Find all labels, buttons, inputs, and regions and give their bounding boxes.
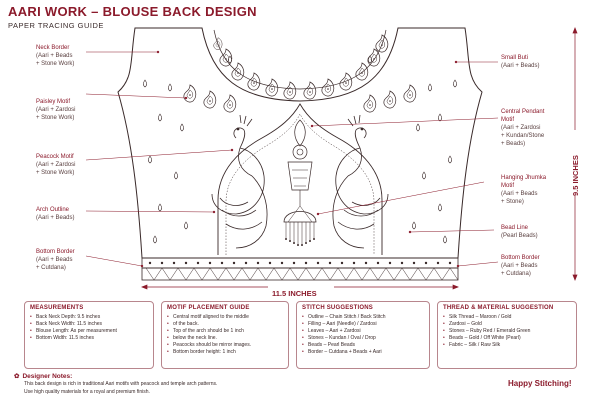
label-bottom-border-left: Bottom Border (Aari + Beads + Cutdana) bbox=[36, 249, 75, 271]
list-item: Beads – Pearl Beads bbox=[302, 342, 424, 349]
list-item: Bottom Width: 11.5 inches bbox=[30, 335, 148, 342]
leader-lines-right bbox=[310, 60, 499, 268]
hanging-jhumka bbox=[283, 205, 317, 246]
happy-stitching-text: Happy Stitching! bbox=[508, 379, 572, 388]
label-neck-border: Neck Border (Aari + Beads + Stone Work) bbox=[36, 45, 75, 67]
label-hanging-jhumka: Hanging Jhumka Motif (Aari + Beads + Sto… bbox=[501, 175, 547, 205]
label-bottom-border-right: Bottom Border (Aari + Beads + Cutdana) bbox=[501, 255, 540, 277]
designer-notes-line-2: Use high quality materials for a royal a… bbox=[24, 389, 150, 395]
list-item: Stones – Ruby Red / Emerald Green bbox=[443, 328, 571, 335]
label-paisley-motif: Paisley Motif (Aari + Zardosi + Stone Wo… bbox=[36, 99, 76, 121]
measurements-card: MEASUREMENTS Back Neck Depth: 9.5 inches… bbox=[24, 301, 154, 369]
blouse-outline bbox=[117, 27, 483, 259]
label-small-buti: Small Buti (Aari + Beads) bbox=[501, 55, 540, 69]
central-pendant bbox=[287, 119, 313, 206]
list-item: Filling – Aari (Needle) / Zardosi bbox=[302, 321, 424, 328]
width-dimension-label: 11.5 INCHES bbox=[272, 289, 317, 298]
height-dimension-label: 9.5 INCHES bbox=[571, 155, 580, 196]
label-peacock-motif: Peacock Motif (Aari + Zardosi + Stone Wo… bbox=[36, 154, 76, 176]
leader-lines-left bbox=[85, 50, 234, 268]
list-item: Bottom border height: 1 inch bbox=[167, 349, 283, 356]
label-bead-line: Bead Line (Pearl Beads) bbox=[501, 225, 538, 239]
thread-material-card: THREAD & MATERIAL SUGGESTION Silk Thread… bbox=[437, 301, 577, 369]
neck-border-motifs bbox=[213, 34, 389, 100]
list-item: Fabric – Silk / Raw Silk bbox=[443, 342, 571, 349]
small-buti-drops bbox=[143, 55, 457, 244]
bottom-border bbox=[141, 257, 459, 281]
peacock-left bbox=[211, 114, 268, 249]
page-title: AARI WORK – BLOUSE BACK DESIGN bbox=[8, 4, 257, 19]
thread-material-title: THREAD & MATERIAL SUGGESTION bbox=[443, 305, 554, 311]
height-dimension bbox=[572, 27, 578, 281]
list-item: Leaves – Aari + Zardosi bbox=[302, 328, 424, 335]
page-subtitle: PAPER TRACING GUIDE bbox=[8, 21, 104, 30]
flower-icon: ✿ bbox=[14, 373, 20, 380]
label-arch-outline: Arch Outline (Aari + Beads) bbox=[36, 207, 75, 221]
stitch-suggestions-title: STITCH SUGGESTIONS bbox=[302, 305, 373, 311]
list-item: Border – Cutdana + Beads + Aari bbox=[302, 349, 424, 356]
list-item: Outline – Chain Stitch / Back Stitch bbox=[302, 314, 424, 321]
list-item: of the back. bbox=[167, 321, 283, 328]
list-item: Zardosi – Gold bbox=[443, 321, 571, 328]
peacock-right bbox=[332, 114, 389, 249]
list-item: Central motif aligned to the middle bbox=[167, 314, 283, 321]
neck-border-inner bbox=[213, 29, 387, 90]
list-item: below the neck line. bbox=[167, 335, 283, 342]
motif-placement-card: MOTIF PLACEMENT GUIDE Central motif alig… bbox=[161, 301, 289, 369]
designer-notes-title: ✿Designer Notes: bbox=[14, 373, 73, 380]
list-item: Stones – Kundan / Oval / Drop bbox=[302, 335, 424, 342]
designer-notes-line-1: This back design is rich in traditional … bbox=[24, 381, 218, 387]
motif-placement-title: MOTIF PLACEMENT GUIDE bbox=[167, 305, 250, 311]
list-item: Beads – Gold / Off White (Pearl) bbox=[443, 335, 571, 342]
list-item: Back Neck Width: 11.5 inches bbox=[30, 321, 148, 328]
list-item: Top of the arch should be 1 inch bbox=[167, 328, 283, 335]
list-item: Peacocks should be mirror images. bbox=[167, 342, 283, 349]
list-item: Silk Thread – Maroon / Gold bbox=[443, 314, 571, 321]
list-item: Back Neck Depth: 9.5 inches bbox=[30, 314, 148, 321]
list-item: Blouse Length: As per measurement bbox=[30, 328, 148, 335]
arch-outline bbox=[217, 103, 383, 255]
measurements-title: MEASUREMENTS bbox=[30, 305, 84, 311]
label-central-pendant: Central Pendant Motif (Aari + Zardosi + … bbox=[501, 109, 545, 147]
width-dimension bbox=[141, 284, 459, 290]
stitch-suggestions-card: STITCH SUGGESTIONS Outline – Chain Stitc… bbox=[296, 301, 430, 369]
